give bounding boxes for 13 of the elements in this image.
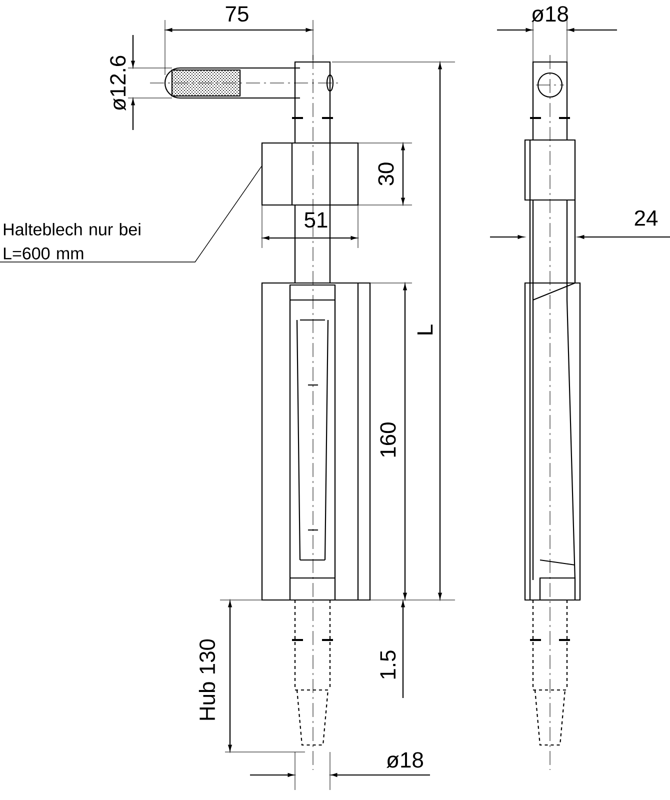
plate	[261, 142, 359, 206]
dimension-label: 75	[226, 6, 248, 22]
dimension-label: Hub 130	[198, 639, 216, 720]
dimension-label: L	[417, 324, 433, 334]
dimension-label: 24	[634, 210, 658, 226]
dimension-label: 1.5	[380, 650, 396, 679]
dimension-label: ø18	[386, 752, 423, 768]
note-text: Halteblech nur bei L=600 mm	[4, 222, 140, 260]
dimension-label: 160	[380, 422, 396, 457]
dimension-label: ø18	[532, 6, 568, 22]
dimension-label: 30	[378, 162, 394, 186]
leader-line	[0, 166, 262, 262]
dimension-label: ø12.6	[110, 56, 126, 111]
